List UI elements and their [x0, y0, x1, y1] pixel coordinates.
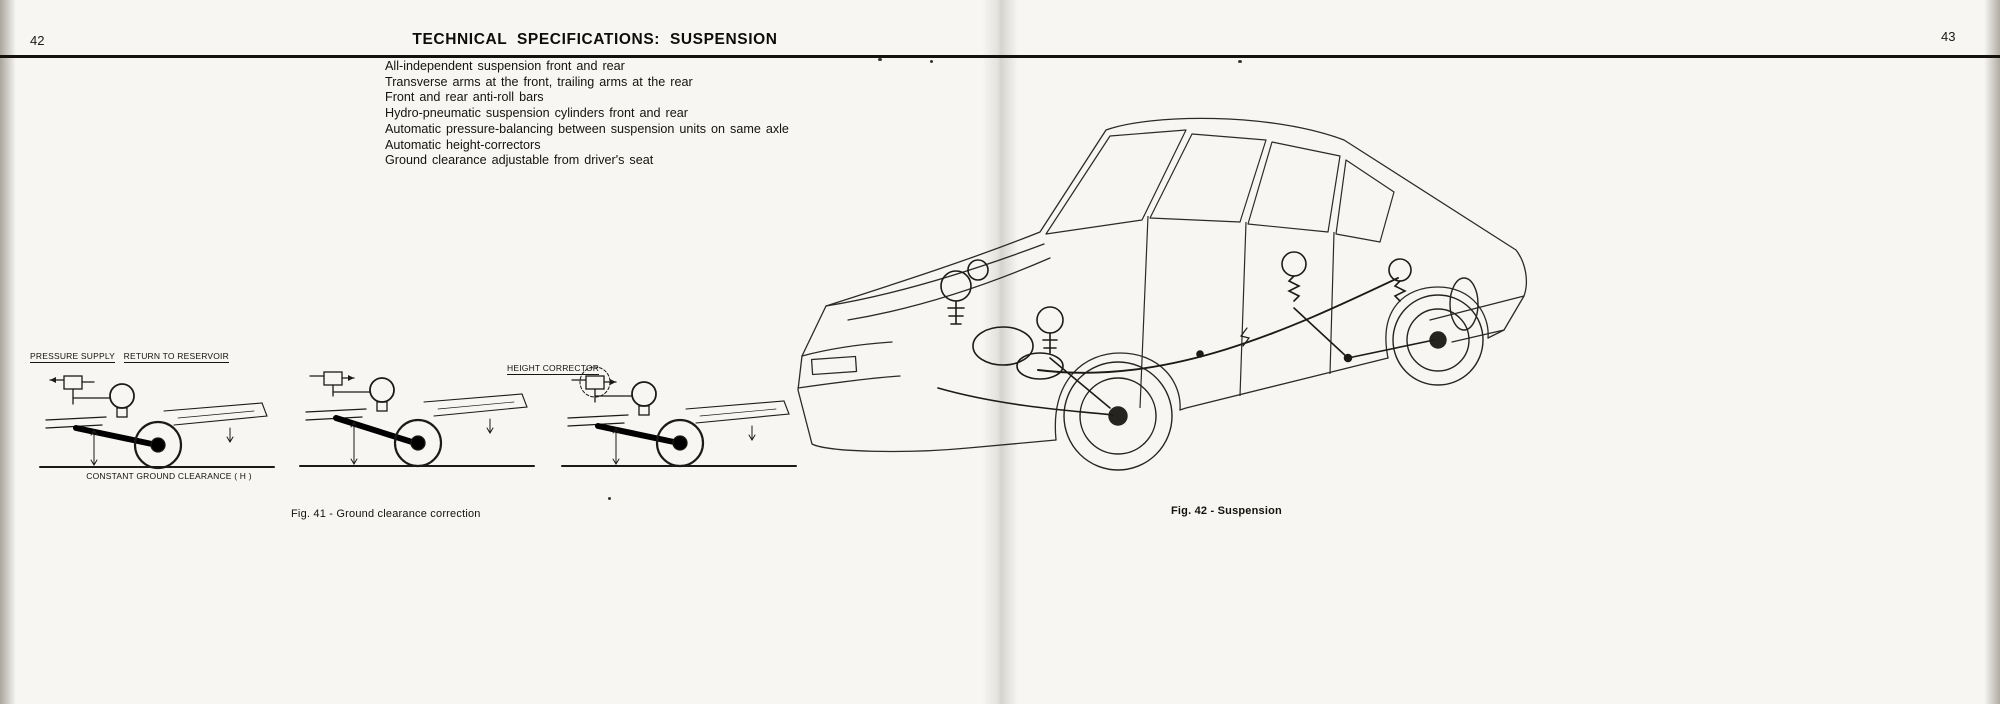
header-rule: [0, 55, 2000, 58]
car-windows: [1045, 129, 1395, 409]
spec-line: Hydro-pneumatic suspension cylinders fro…: [385, 106, 688, 121]
fig41-diagram-raised-height: [299, 371, 535, 468]
scan-speck: [878, 58, 882, 61]
fig41-diagram-height-corrector: [561, 366, 797, 468]
spec-line: Ground clearance adjustable from driver'…: [385, 153, 654, 168]
pressure-supply-label: PRESSURE SUPPLY: [30, 351, 116, 363]
fig42-caption: Fig. 42 - Suspension: [1171, 505, 1282, 517]
scan-speck: [930, 60, 933, 63]
scan-speck: [608, 497, 611, 500]
car-wheels: [1063, 277, 1484, 471]
return-to-reservoir-label: RETURN TO RESERVOIR: [123, 351, 229, 363]
height-corrector-label-wrap: HEIGHT CORRECTOR: [507, 363, 605, 375]
page-number-left: 42: [30, 33, 45, 48]
height-corrector-label: HEIGHT CORRECTOR: [507, 363, 600, 375]
scan-edge-left: [0, 0, 16, 704]
spec-line: Automatic height-correctors: [385, 137, 541, 152]
spec-line: Automatic pressure-balancing between sus…: [385, 121, 789, 136]
car-body-outline: [797, 117, 1527, 453]
fig41-caption: Fig. 41 - Ground clearance correction: [291, 508, 481, 520]
scan-speck: [1238, 60, 1242, 63]
page-seam-shadow: [982, 0, 1018, 704]
spec-list: All-independent suspension front and rea…: [385, 59, 789, 169]
page-title: TECHNICAL SPECIFICATIONS: SUSPENSION: [412, 31, 778, 48]
scan-edge-right: [1984, 0, 2000, 704]
fig42-car-illustration: [797, 117, 1527, 471]
fig41-diagram-normal-height: [39, 375, 275, 470]
spec-line: Front and rear anti-roll bars: [385, 90, 544, 105]
fig41-pipe-labels: PRESSURE SUPPLY RETURN TO RESERVOIR: [30, 351, 235, 363]
page-number-right: 43: [1941, 29, 1956, 44]
suspension-components: [937, 251, 1435, 416]
spec-line: All-independent suspension front and rea…: [385, 59, 625, 73]
spec-line: Transverse arms at the front, trailing a…: [385, 74, 693, 89]
